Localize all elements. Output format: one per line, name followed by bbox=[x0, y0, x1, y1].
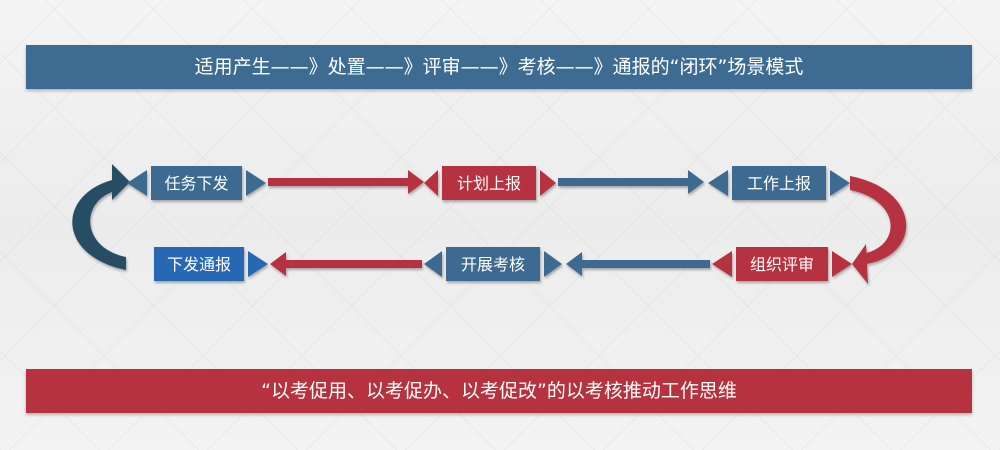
node-label-assess: 开展考核 bbox=[461, 255, 525, 274]
node-label-notify: 下发通报 bbox=[167, 255, 231, 274]
node-assess: 开展考核 bbox=[424, 247, 562, 281]
arrow-task-to-plan bbox=[268, 170, 424, 194]
bottom-banner: “以考促用、以考促办、以考促改”的以考核推动工作思维 bbox=[26, 369, 972, 413]
node-label-task: 任务下发 bbox=[164, 174, 228, 193]
node-notify: 下发通报 bbox=[154, 247, 268, 281]
node-label-review: 组织评审 bbox=[750, 255, 814, 274]
arrow-assess-to-notify bbox=[270, 252, 422, 276]
top-banner: 适用产生——》处置——》评审——》考核——》通报的“闭环”场景模式 bbox=[26, 45, 972, 89]
arrow-review-to-assess bbox=[566, 252, 710, 276]
curve-arrow-notify-to-task bbox=[72, 164, 130, 270]
node-review: 组织评审 bbox=[712, 247, 852, 281]
curve-arrow-work-to-review bbox=[850, 176, 907, 284]
node-plan: 计划上报 bbox=[424, 166, 556, 200]
arrow-plan-to-work bbox=[558, 170, 704, 194]
node-label-plan: 计划上报 bbox=[457, 174, 521, 193]
node-task: 任务下发 bbox=[127, 166, 266, 200]
node-work: 工作上报 bbox=[708, 166, 850, 200]
node-label-work: 工作上报 bbox=[747, 174, 811, 193]
